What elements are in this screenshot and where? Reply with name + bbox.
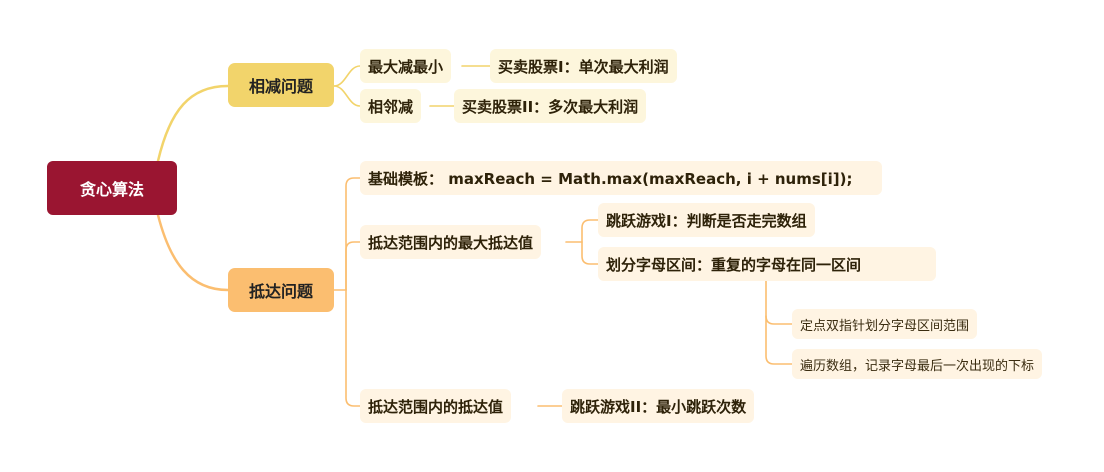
- node-max-minus-min[interactable]: 最大减最小: [360, 49, 452, 83]
- node-adjacent-minus-label: 相邻减: [368, 97, 414, 116]
- root-label: 贪心算法: [79, 180, 144, 199]
- node-stock-1[interactable]: 买卖股票I：单次最大利润: [490, 49, 677, 83]
- node-jump-game-1[interactable]: 跳跃游戏I：判断是否走完数组: [598, 203, 815, 237]
- node-two-pointer[interactable]: 定点双指针划分字母区间范围: [792, 309, 978, 339]
- node-last-index-label: 遍历数组，记录字母最后一次出现的下标: [800, 358, 1035, 374]
- node-base-template[interactable]: 基础模板： maxReach = Math.max(maxReach, i + …: [360, 161, 882, 195]
- node-max-minus-min-label: 最大减最小: [368, 57, 444, 76]
- node-partition-labels[interactable]: 划分字母区间：重复的字母在同一区间: [598, 247, 936, 281]
- branch-reach-label: 抵达问题: [248, 282, 313, 301]
- node-two-pointer-label: 定点双指针划分字母区间范围: [800, 318, 970, 334]
- node-reach-in-range[interactable]: 抵达范围内的抵达值: [360, 389, 512, 423]
- node-max-reach-in-range[interactable]: 抵达范围内的最大抵达值: [360, 225, 542, 259]
- node-stock-2-label: 买卖股票II：多次最大利润: [462, 97, 639, 116]
- node-partition-labels-label: 划分字母区间：重复的字母在同一区间: [606, 255, 862, 274]
- node-jump-game-2[interactable]: 跳跃游戏II：最小跳跃次数: [562, 389, 755, 423]
- branch-reach[interactable]: 抵达问题: [228, 268, 334, 312]
- node-adjacent-minus[interactable]: 相邻减: [360, 89, 422, 123]
- node-jump-game-2-label: 跳跃游戏II：最小跳跃次数: [570, 397, 747, 416]
- node-base-template-label: 基础模板： maxReach = Math.max(maxReach, i + …: [368, 169, 853, 188]
- node-stock-1-label: 买卖股票I：单次最大利润: [498, 57, 669, 76]
- branch-subtract[interactable]: 相减问题: [228, 63, 334, 107]
- link-root-b: [156, 213, 230, 292]
- root-node[interactable]: 贪心算法: [47, 161, 177, 215]
- node-jump-game-1-label: 跳跃游戏I：判断是否走完数组: [606, 211, 807, 230]
- node-last-index[interactable]: 遍历数组，记录字母最后一次出现的下标: [792, 349, 1043, 379]
- node-stock-2[interactable]: 买卖股票II：多次最大利润: [454, 89, 647, 123]
- link-root-a: [156, 84, 230, 163]
- node-max-reach-in-range-label: 抵达范围内的最大抵达值: [368, 233, 534, 252]
- branch-subtract-label: 相减问题: [248, 77, 313, 96]
- node-reach-in-range-label: 抵达范围内的抵达值: [368, 397, 504, 416]
